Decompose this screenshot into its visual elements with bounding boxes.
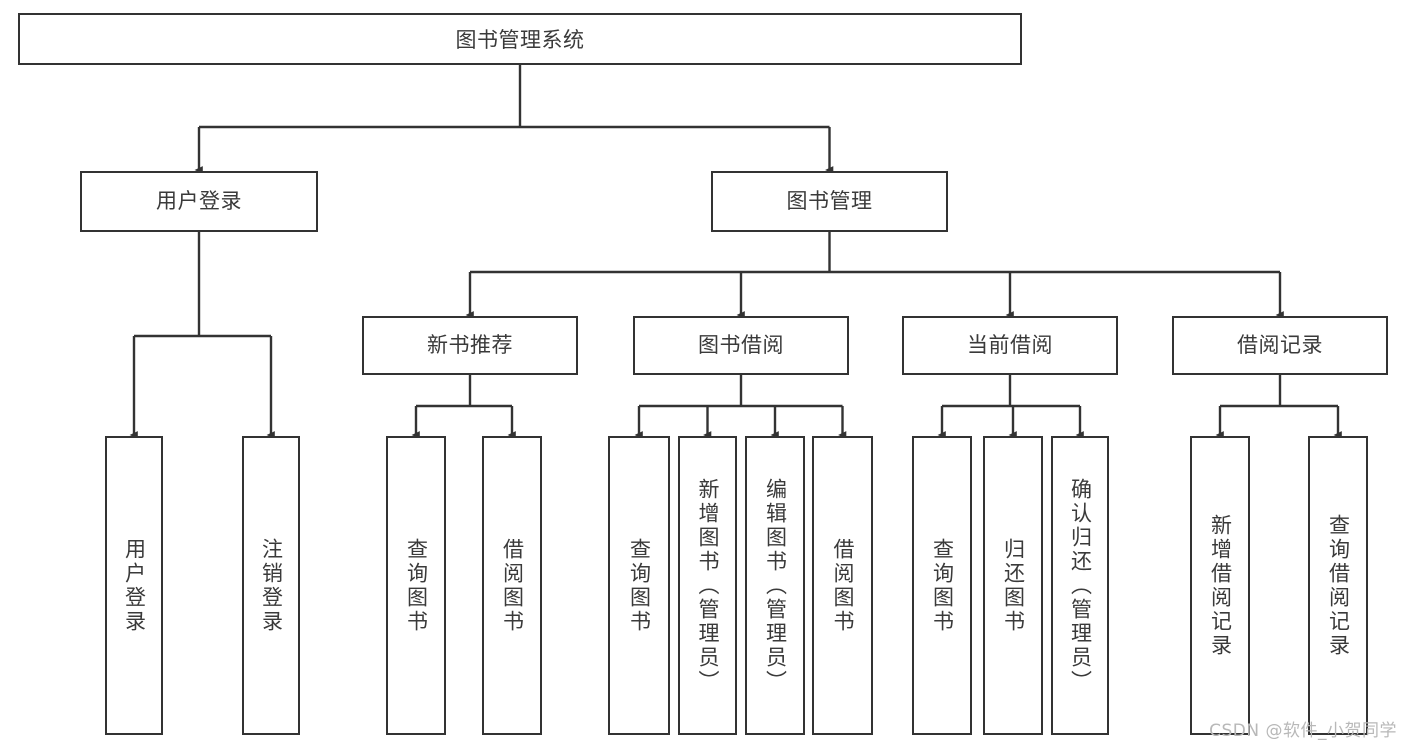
leaf-confirm-return-label: 确认归还（管理员） [1068, 477, 1093, 694]
node-borrow-record-label: 借阅记录 [1237, 332, 1323, 357]
leaf-query-book-3[interactable]: 查询图书 [912, 436, 972, 735]
leaf-edit-book[interactable]: 编辑图书（管理员） [745, 436, 805, 735]
leaf-return-book-label: 归还图书 [1001, 537, 1026, 634]
leaf-add-record[interactable]: 新增借阅记录 [1190, 436, 1250, 735]
leaf-return-book[interactable]: 归还图书 [983, 436, 1043, 735]
leaf-logout[interactable]: 注销登录 [242, 436, 300, 735]
node-new-book-rec[interactable]: 新书推荐 [362, 316, 578, 375]
leaf-borrow-book-1[interactable]: 借阅图书 [482, 436, 542, 735]
leaf-borrow-book-2-label: 借阅图书 [831, 537, 855, 634]
leaf-logout-label: 注销登录 [259, 537, 284, 634]
node-user-login[interactable]: 用户登录 [80, 171, 318, 232]
leaf-query-record-label: 查询借阅记录 [1326, 513, 1351, 658]
leaf-user-login[interactable]: 用户登录 [105, 436, 163, 735]
node-current-borrow-label: 当前借阅 [967, 332, 1053, 357]
leaf-confirm-return[interactable]: 确认归还（管理员） [1051, 436, 1109, 735]
leaf-query-record[interactable]: 查询借阅记录 [1308, 436, 1368, 735]
leaf-add-book[interactable]: 新增图书（管理员） [678, 436, 737, 735]
leaf-query-book-2-label: 查询图书 [627, 537, 652, 634]
leaf-query-book-3-label: 查询图书 [930, 537, 955, 634]
leaf-borrow-book-2[interactable]: 借阅图书 [812, 436, 873, 735]
node-root-label: 图书管理系统 [455, 28, 585, 52]
node-book-borrow[interactable]: 图书借阅 [633, 316, 849, 375]
node-user-login-label: 用户登录 [156, 188, 242, 213]
leaf-query-book-1[interactable]: 查询图书 [386, 436, 446, 735]
node-root[interactable]: 图书管理系统 [18, 13, 1022, 65]
leaf-query-book-1-label: 查询图书 [404, 537, 429, 634]
leaf-edit-book-label: 编辑图书（管理员） [763, 477, 788, 694]
leaf-add-book-label: 新增图书（管理员） [696, 477, 720, 694]
leaf-query-book-2[interactable]: 查询图书 [608, 436, 670, 735]
node-book-manage[interactable]: 图书管理 [711, 171, 948, 232]
node-book-manage-label: 图书管理 [786, 188, 873, 213]
node-current-borrow[interactable]: 当前借阅 [902, 316, 1118, 375]
node-book-borrow-label: 图书借阅 [698, 332, 784, 357]
node-new-book-rec-label: 新书推荐 [427, 332, 513, 357]
leaf-add-record-label: 新增借阅记录 [1208, 513, 1233, 658]
node-borrow-record[interactable]: 借阅记录 [1172, 316, 1388, 375]
leaf-user-login-label: 用户登录 [122, 537, 147, 634]
leaf-borrow-book-1-label: 借阅图书 [500, 537, 525, 634]
